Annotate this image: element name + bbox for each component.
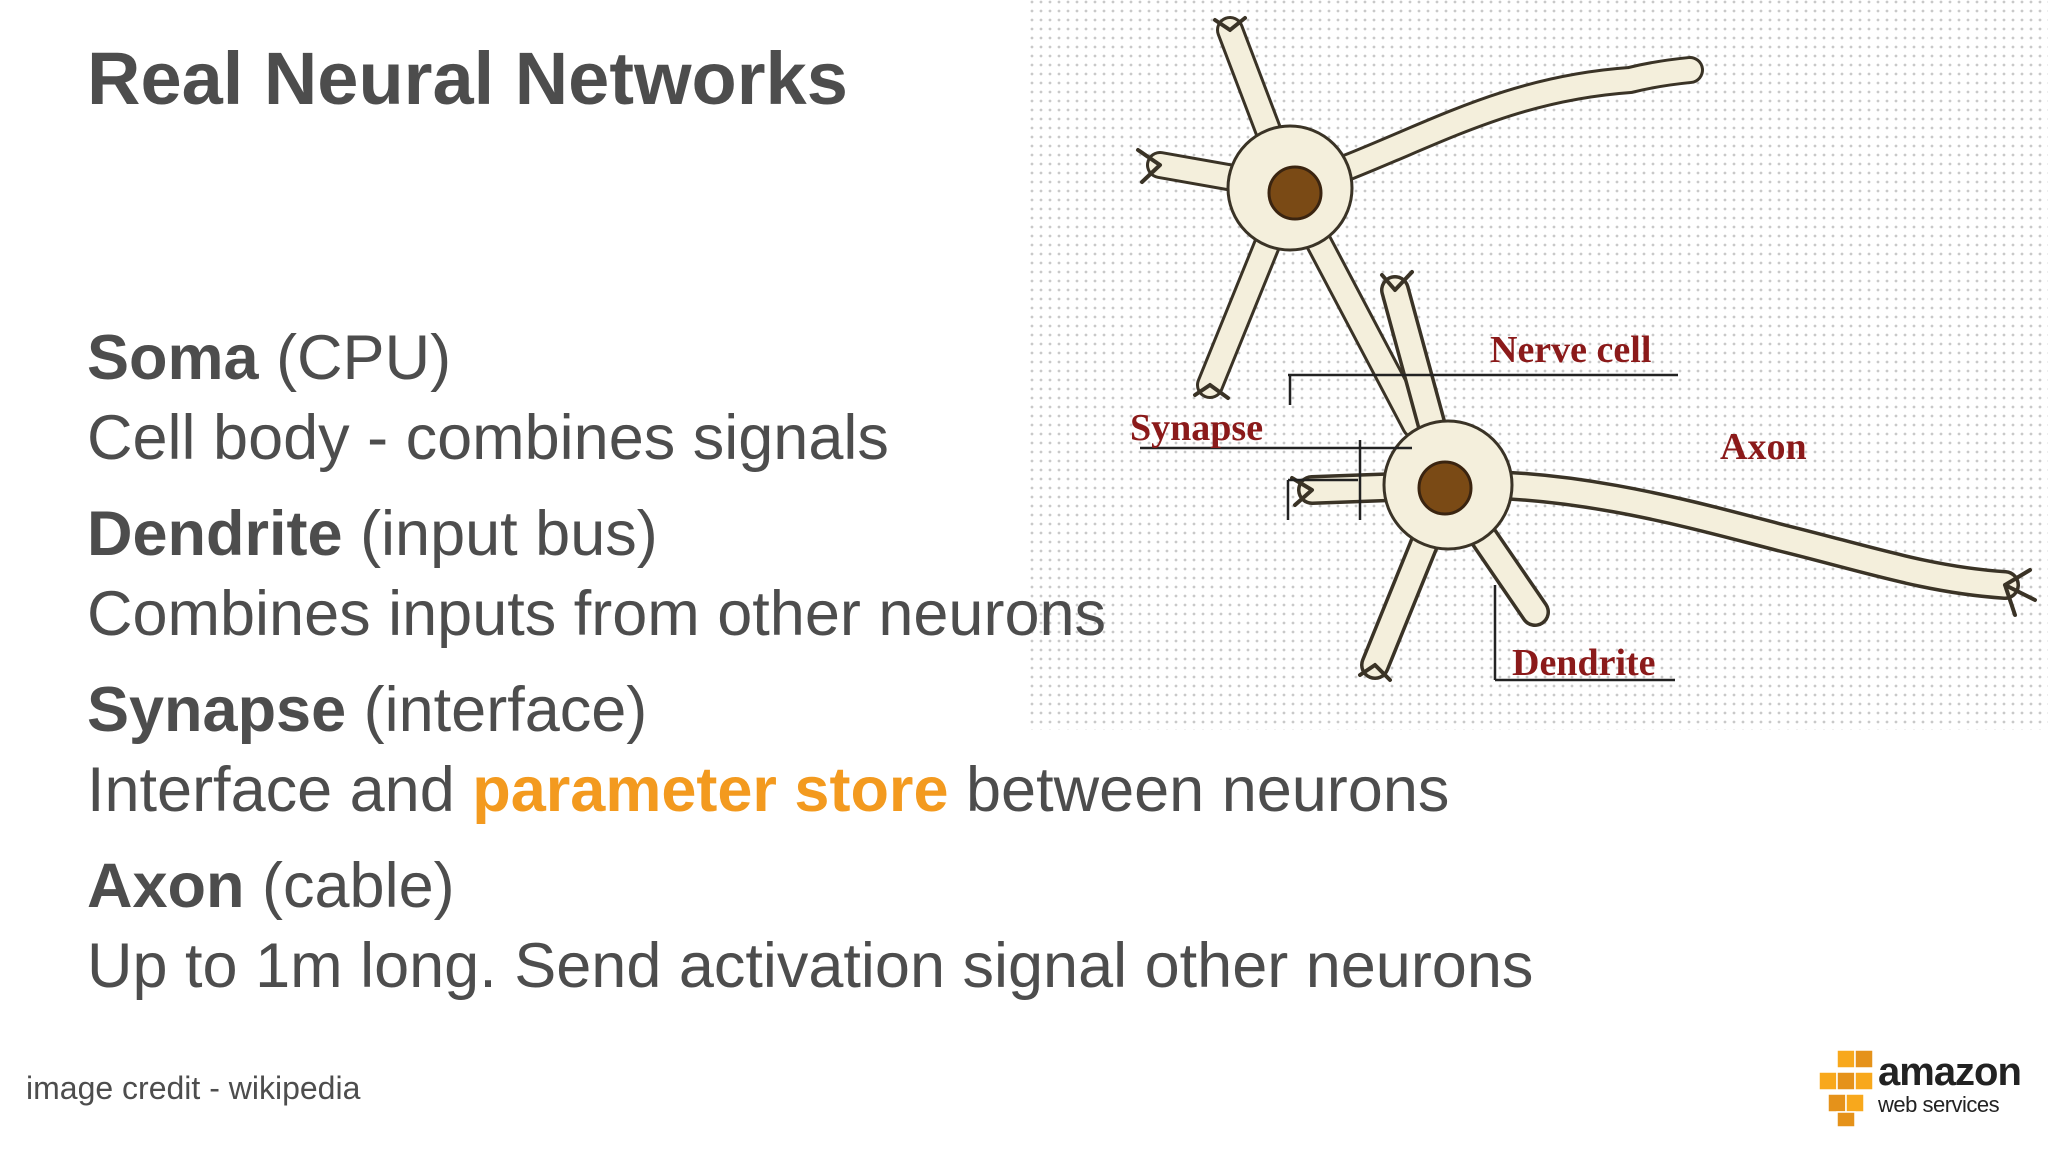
dendrite-label: Dendrite <box>1512 642 1656 684</box>
aws-cubes-icon <box>1818 1049 1874 1128</box>
soma-qualifier: (CPU) <box>276 323 452 393</box>
synapse-term: Synapse <box>87 675 347 745</box>
parameter-store-highlight: parameter store <box>472 755 949 825</box>
upper-neuron <box>1136 16 1704 439</box>
axon-label: Axon <box>1720 426 1807 468</box>
axon-description: Up to 1m long. Send activation signal ot… <box>87 931 1534 1001</box>
image-credit: image credit - wikipedia <box>26 1070 361 1106</box>
neuron-figure: Nerve cell Synapse Axon Dendrite <box>1030 0 2048 740</box>
definition-list: Soma (CPU) Cell body - combines signals … <box>87 318 1787 1022</box>
axon-entry: Axon (cable) Up to 1m long. Send activat… <box>87 846 1787 1006</box>
upper-nucleus <box>1267 165 1323 221</box>
nerve-cell-label: Nerve cell <box>1490 329 1651 371</box>
neuron-illustration: Nerve cell Synapse Axon Dendrite <box>1030 0 2048 730</box>
soma-term: Soma <box>87 323 259 393</box>
dendrite-heading: Dendrite (input bus) <box>87 494 1787 574</box>
dendrite-description: Combines inputs from other neurons <box>87 579 1107 649</box>
dendrite-qualifier: (input bus) <box>360 499 658 569</box>
synapse-entry: Synapse (interface) Interface and parame… <box>87 670 1787 830</box>
aws-logo: amazon web services <box>1815 1049 2022 1128</box>
lower-neuron <box>1290 270 2037 682</box>
lower-nucleus <box>1417 460 1473 516</box>
soma-heading: Soma (CPU) <box>87 318 1787 398</box>
synapse-heading: Synapse (interface) <box>87 670 1787 750</box>
leader-lines <box>1140 373 1678 682</box>
soma-entry: Soma (CPU) Cell body - combines signals <box>87 318 1787 478</box>
axon-term: Axon <box>87 851 245 921</box>
synapse-description: Interface and parameter store between ne… <box>87 755 1450 825</box>
dendrite-entry: Dendrite (input bus) Combines inputs fro… <box>87 494 1787 654</box>
logo-subtext: web services <box>1878 1092 2000 1117</box>
synapse-label: Synapse <box>1130 407 1263 449</box>
synapse-qualifier: (interface) <box>363 675 648 745</box>
logo-wordmark: amazon <box>1878 1050 2022 1094</box>
axon-heading: Axon (cable) <box>87 846 1787 926</box>
soma-description: Cell body - combines signals <box>87 403 889 473</box>
dendrite-term: Dendrite <box>87 499 343 569</box>
axon-qualifier: (cable) <box>262 851 455 921</box>
slide-title: Real Neural Networks <box>87 37 848 120</box>
